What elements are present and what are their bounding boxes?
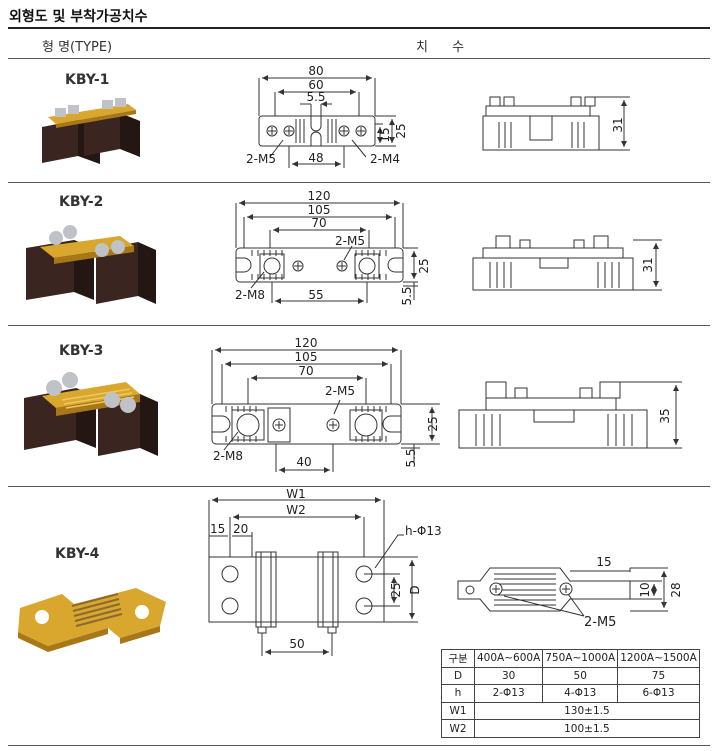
spec-cell: 75 [617, 666, 700, 686]
model-name-kby2: KBY-2 [59, 194, 104, 210]
kby2-dim-55: 55 [308, 288, 323, 302]
kby1-dim-60: 60 [308, 78, 323, 92]
kby4-hole-label: h-Φ13 [405, 524, 442, 538]
kby2-dim-105: 105 [308, 203, 331, 217]
spec-header-row: 구분 400A~600A 750A~1000A 1200A~1500A [441, 649, 700, 668]
page-title: 외형도 및 부착가공치수 [9, 9, 148, 25]
kby4-dim-10: 10 [638, 582, 652, 597]
dimension-column-header: 치 수 [416, 40, 475, 55]
bottom-rule [8, 745, 710, 746]
spec-row-h: h 2-Φ13 4-Φ13 6-Φ13 [441, 684, 700, 703]
spec-header-cell: 구분 [441, 649, 475, 668]
spec-cell: 2-Φ13 [473, 684, 544, 703]
kby4-dim-15: 15 [210, 522, 225, 536]
spec-cell: 130±1.5 [474, 701, 700, 721]
type-column-header: 형 명(TYPE) [42, 40, 113, 55]
kby4-dim-w2: W2 [286, 503, 306, 517]
kby3-dim-5-5: 5.5 [404, 448, 418, 467]
kby4-dim-25: 25 [389, 582, 403, 597]
kby1-dim-80: 80 [308, 64, 323, 78]
kby2-screw-m8: 2-M8 [235, 288, 265, 302]
spec-cell: W2 [441, 719, 475, 738]
divider-1 [8, 182, 710, 183]
spec-cell: D [441, 666, 475, 686]
kby4-photo [18, 588, 166, 652]
kby3-dim-120: 120 [295, 336, 318, 350]
kby3-top-view [211, 347, 440, 473]
kby3-photo [24, 372, 158, 456]
kby3-dim-35: 35 [658, 408, 672, 423]
kby3-screw-m5: 2-M5 [325, 384, 355, 398]
spec-cell: 6-Φ13 [617, 684, 700, 703]
kby2-dim-5-5: 5.5 [400, 286, 414, 305]
kby2-side-view [472, 235, 662, 291]
kby3-side-view [458, 381, 682, 449]
kby2-photo [26, 225, 156, 304]
spec-cell: h [441, 684, 475, 703]
spec-header-cell: 1200A~1500A [617, 649, 700, 668]
kby2-top-view [235, 200, 418, 304]
kby2-screw-m5: 2-M5 [335, 234, 365, 248]
spec-cell: 50 [542, 666, 619, 686]
kby4-top-view [208, 497, 418, 656]
kby3-dim-105: 105 [295, 350, 318, 364]
spec-cell: 4-Φ13 [542, 684, 619, 703]
kby4-dim-side-15: 15 [596, 555, 611, 569]
header-rule [8, 58, 710, 59]
kby1-dim-48: 48 [308, 151, 323, 165]
kby1-screw-m4: 2-M4 [370, 152, 400, 166]
kby2-dim-70: 70 [311, 216, 326, 230]
model-name-kby3: KBY-3 [59, 343, 104, 359]
kby1-dim-15: 15 [378, 127, 392, 142]
spec-row-w1: W1 130±1.5 [441, 701, 700, 721]
kby1-dim-25: 25 [394, 123, 408, 138]
kby4-dim-d: D [408, 585, 422, 594]
kby3-dim-70: 70 [298, 364, 313, 378]
model-name-kby4: KBY-4 [55, 546, 100, 562]
model-name-kby1: KBY-1 [65, 72, 110, 88]
top-rule [8, 27, 710, 29]
kby1-dim-5-5: 5.5 [306, 90, 325, 104]
kby3-dim-25: 25 [426, 416, 440, 431]
kby2-dim-120: 120 [308, 189, 331, 203]
spec-header-cell: 400A~600A [473, 649, 544, 668]
kby1-dim-31: 31 [611, 117, 625, 132]
spec-header-cell: 750A~1000A [542, 649, 619, 668]
spec-cell: 30 [473, 666, 544, 686]
kby2-dim-25: 25 [417, 258, 431, 273]
kby1-side-view [482, 96, 630, 151]
divider-3 [8, 486, 710, 487]
spec-cell: W1 [441, 701, 475, 721]
kby4-screw-m5: 2-M5 [584, 615, 616, 630]
spec-table: 구분 400A~600A 750A~1000A 1200A~1500A D 30… [441, 649, 700, 738]
kby4-dim-w1: W1 [286, 487, 306, 501]
divider-2 [8, 325, 710, 326]
kby1-screw-m5: 2-M5 [246, 152, 276, 166]
kby4-side-view [457, 567, 668, 617]
kby4-dim-20: 20 [233, 522, 248, 536]
kby4-dim-50: 50 [289, 637, 304, 651]
kby1-top-view [258, 75, 396, 168]
kby1-photo [42, 98, 140, 164]
spec-row-d: D 30 50 75 [441, 666, 700, 686]
kby4-dim-28: 28 [669, 582, 683, 597]
kby2-dim-31: 31 [641, 257, 655, 272]
kby3-screw-m8: 2-M8 [213, 449, 243, 463]
kby3-dim-40: 40 [296, 455, 311, 469]
spec-row-w2: W2 100±1.5 [441, 719, 700, 738]
spec-cell: 100±1.5 [474, 719, 700, 738]
